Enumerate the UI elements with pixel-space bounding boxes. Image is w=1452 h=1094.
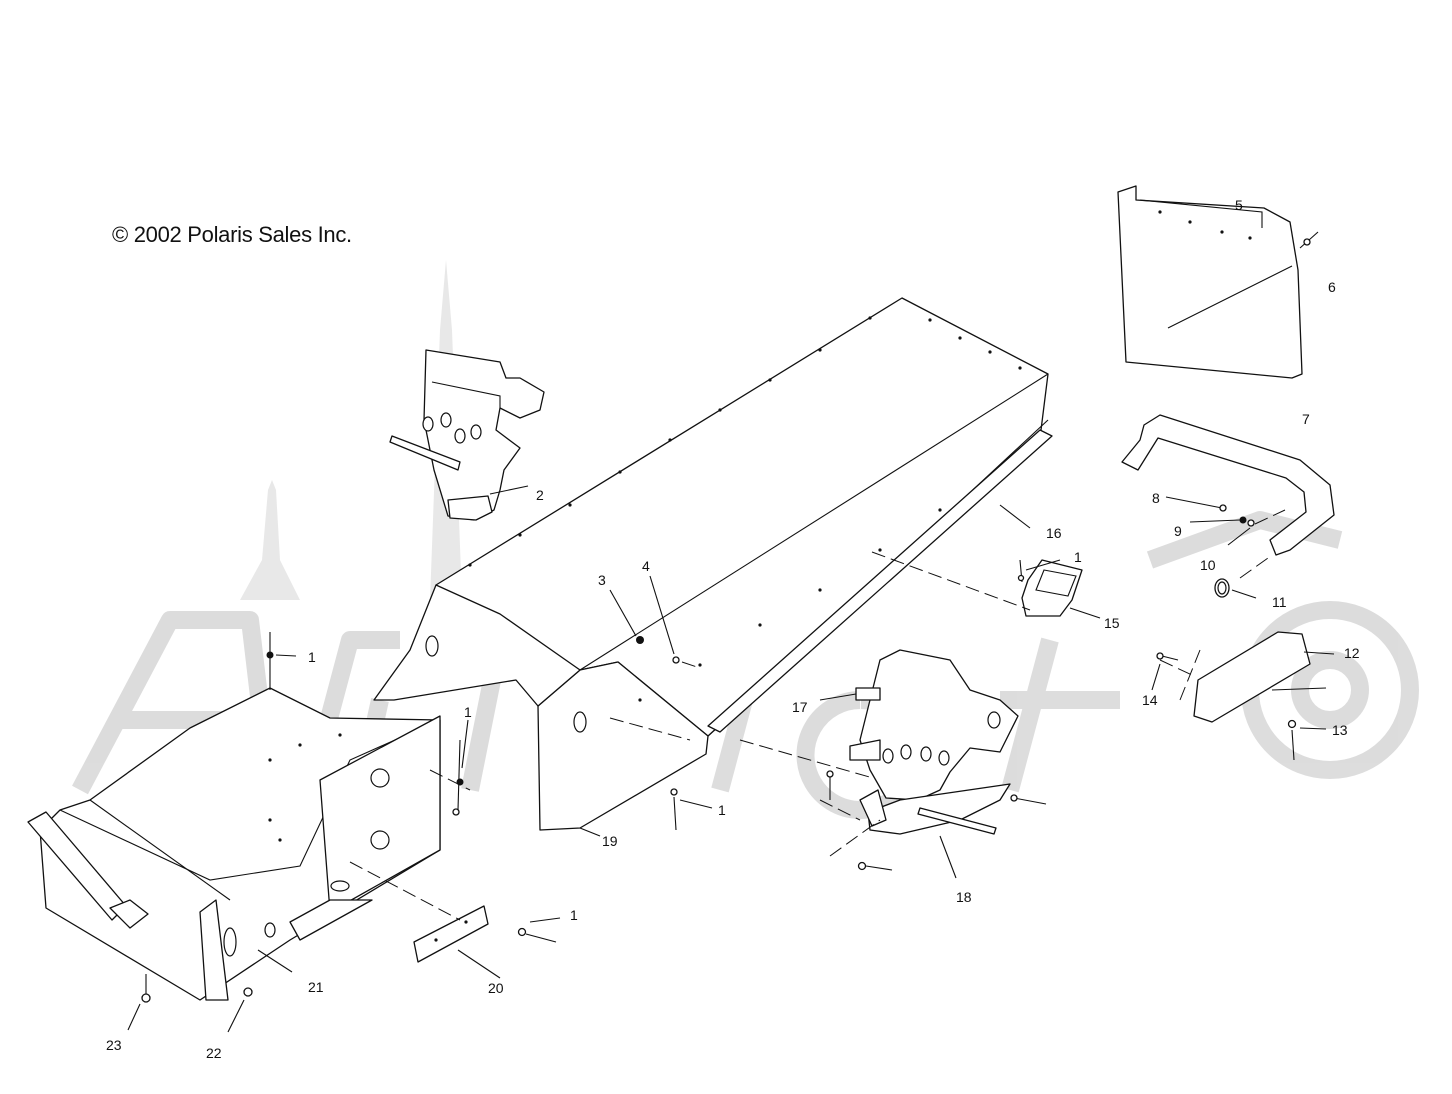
part-21-fasteners	[127, 632, 471, 1033]
part-8-9-10-hardware	[1165, 496, 1286, 546]
callout-21: 21	[308, 979, 324, 995]
callout-1d: 1	[1074, 549, 1082, 565]
part-16-rail	[707, 429, 1053, 733]
part-15-bracket	[1017, 559, 1101, 619]
callout-19: 19	[602, 833, 618, 849]
copyright-notice: © 2002 Polaris Sales Inc.	[112, 222, 352, 247]
callout-14: 14	[1142, 692, 1158, 708]
callout-2: 2	[536, 487, 544, 503]
callout-23: 23	[106, 1037, 122, 1053]
callout-16: 16	[1046, 525, 1062, 541]
callout-20: 20	[488, 980, 504, 996]
part-19-tunnel	[373, 297, 1049, 837]
callout-13: 13	[1332, 722, 1348, 738]
callout-11: 11	[1272, 594, 1287, 610]
part-12-rear-cover	[1159, 631, 1335, 723]
callout-9: 9	[1174, 523, 1182, 539]
part-2-front-bracket	[389, 349, 545, 521]
callout-1b: 1	[464, 704, 472, 720]
callout-7: 7	[1302, 411, 1310, 427]
part-11-grommet	[1214, 557, 1269, 599]
callout-4: 4	[642, 558, 650, 574]
callout-22: 22	[206, 1045, 222, 1061]
part-20-plate	[349, 861, 561, 979]
callout-3: 3	[598, 572, 606, 588]
callout-1a: 1	[308, 649, 316, 665]
callout-18: 18	[956, 889, 972, 905]
callout-15: 15	[1104, 615, 1120, 631]
callout-1e: 1	[570, 907, 578, 923]
callout-10: 10	[1200, 557, 1216, 573]
part-13-14-fasteners	[1151, 652, 1327, 761]
callout-1c: 1	[718, 802, 726, 818]
callout-12: 12	[1344, 645, 1360, 661]
part-18-bracket-assembly	[819, 649, 1047, 879]
part-21-front-tray	[27, 687, 441, 1001]
tunnel-dashed-leaders	[609, 551, 1031, 781]
callout-labels: 1 1 1 1 1 2 3 4 5 6 7 8 9 10 11 12 13 14…	[106, 197, 1360, 1061]
part-3-4-fasteners	[609, 575, 713, 831]
callout-5: 5	[1235, 197, 1243, 213]
part-7-rear-bumper	[1121, 414, 1335, 556]
callout-8: 8	[1152, 490, 1160, 506]
callout-17: 17	[792, 699, 808, 715]
part-5-snow-flap	[1117, 185, 1303, 379]
callout-6: 6	[1328, 279, 1336, 295]
part-6-screw	[1299, 231, 1319, 249]
